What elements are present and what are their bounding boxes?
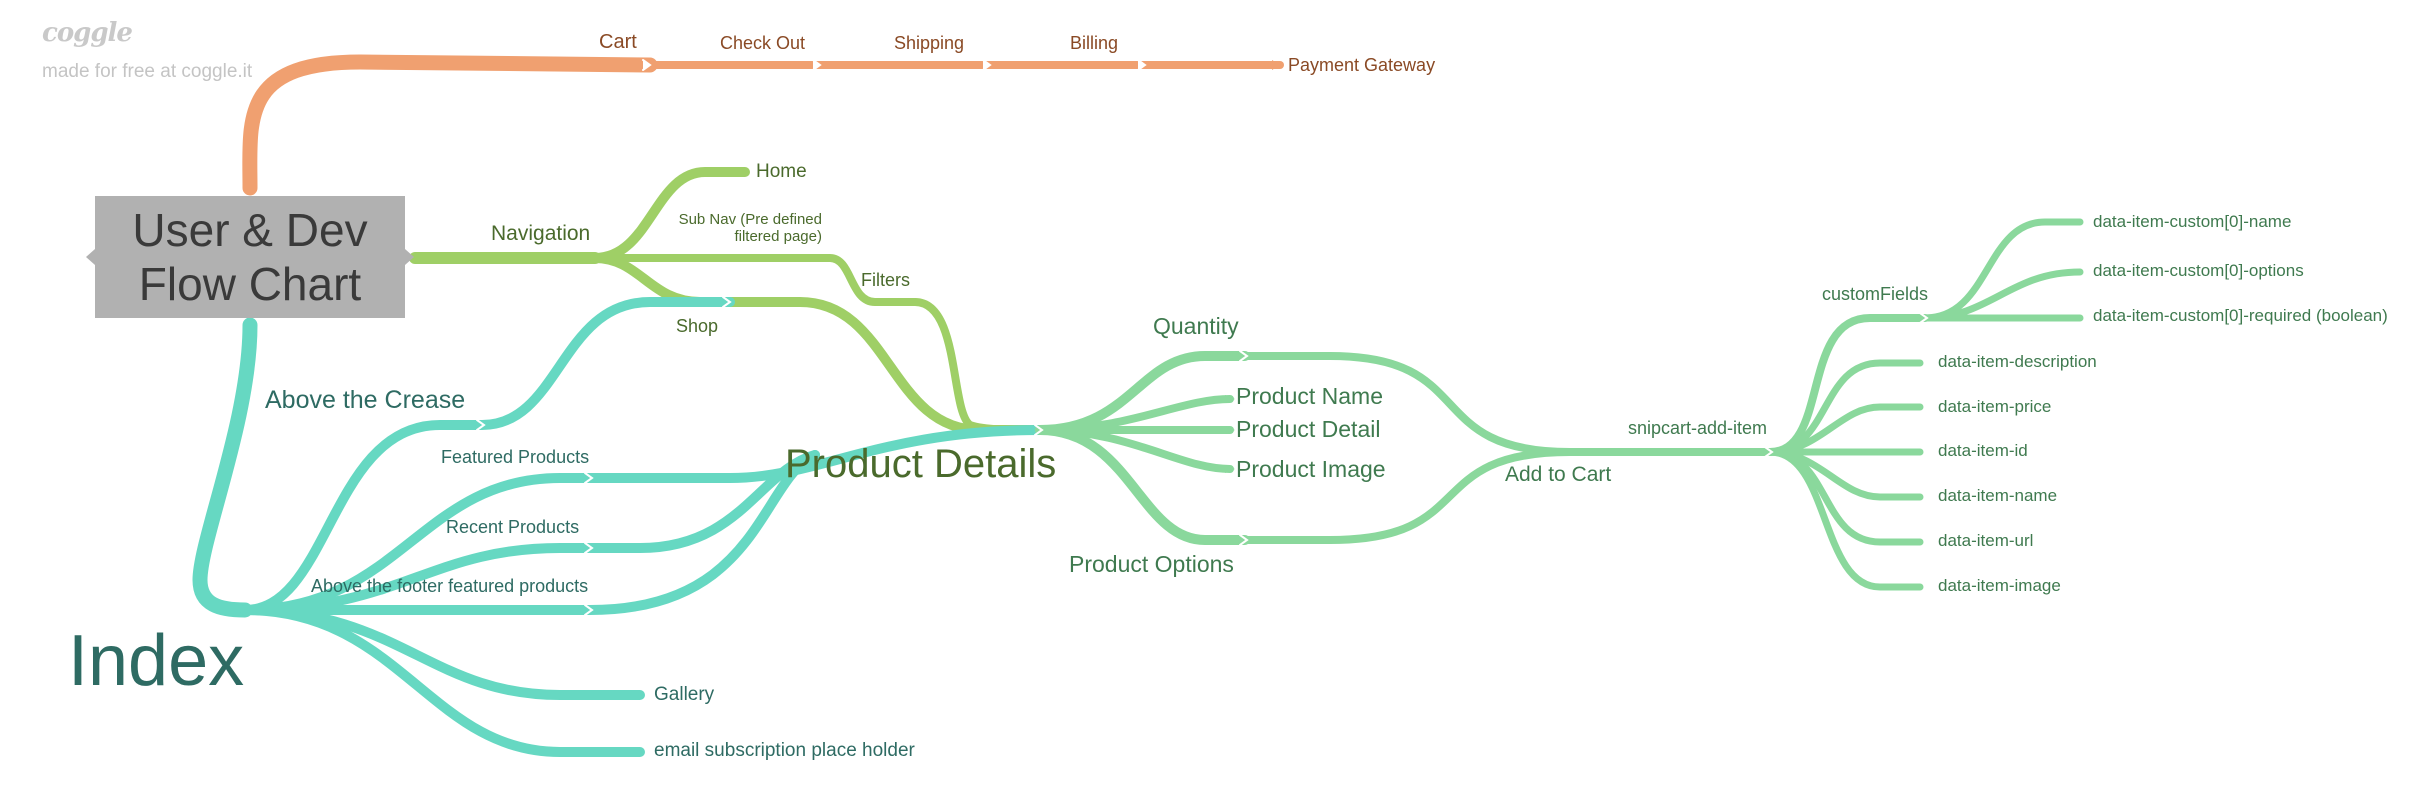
node-item-description[interactable]: data-item-description bbox=[1938, 352, 2097, 371]
node-gallery[interactable]: Gallery bbox=[654, 684, 715, 705]
node-item-id[interactable]: data-item-id bbox=[1938, 441, 2028, 460]
coggle-logo: coggle bbox=[42, 18, 133, 48]
node-item-image[interactable]: data-item-image bbox=[1938, 576, 2061, 595]
node-item-price[interactable]: data-item-price bbox=[1938, 397, 2052, 416]
node-item-url[interactable]: data-item-url bbox=[1938, 531, 2034, 550]
node-recent-products[interactable]: Recent Products bbox=[446, 517, 580, 537]
node-product-detail[interactable]: Product Detail bbox=[1236, 416, 1381, 442]
node-product-image[interactable]: Product Image bbox=[1236, 456, 1386, 482]
node-snipcart-add-item[interactable]: snipcart-add-item bbox=[1628, 418, 1768, 438]
node-payment-gateway[interactable]: Payment Gateway bbox=[1288, 55, 1436, 75]
node-sub-nav[interactable]: Sub Nav (Pre defined filtered page) bbox=[678, 211, 822, 245]
watermark-subtitle: made for free at coggle.it bbox=[42, 61, 253, 82]
node-quantity[interactable]: Quantity bbox=[1153, 313, 1239, 339]
node-above-the-crease[interactable]: Above the Crease bbox=[265, 386, 466, 414]
node-billing[interactable]: Billing bbox=[1070, 33, 1119, 53]
node-add-to-cart[interactable]: Add to Cart bbox=[1505, 463, 1612, 486]
node-above-footer-featured[interactable]: Above the footer featured products bbox=[311, 576, 589, 596]
node-custom-fields[interactable]: customFields bbox=[1822, 284, 1929, 304]
product-details-branch bbox=[1034, 218, 2084, 591]
node-custom-required[interactable]: data-item-custom[0]-required (boolean) bbox=[2093, 306, 2388, 325]
root-node-label: User & Dev Flow Chart bbox=[132, 204, 368, 310]
node-check-out[interactable]: Check Out bbox=[720, 33, 806, 53]
root-node[interactable]: User & Dev Flow Chart bbox=[86, 196, 414, 318]
navigation-branch bbox=[409, 167, 1045, 435]
node-home[interactable]: Home bbox=[756, 161, 807, 182]
node-navigation[interactable]: Navigation bbox=[491, 222, 591, 245]
node-product-options[interactable]: Product Options bbox=[1069, 551, 1234, 577]
node-cart[interactable]: Cart bbox=[599, 31, 637, 53]
node-shop[interactable]: Shop bbox=[676, 316, 719, 336]
node-featured-products[interactable]: Featured Products bbox=[441, 447, 590, 467]
node-product-name[interactable]: Product Name bbox=[1236, 383, 1384, 409]
node-shipping[interactable]: Shipping bbox=[894, 33, 965, 53]
node-custom-options[interactable]: data-item-custom[0]-options bbox=[2093, 261, 2304, 280]
node-item-name[interactable]: data-item-name bbox=[1938, 486, 2058, 505]
index-branch bbox=[192, 296, 1045, 757]
checkout-branch bbox=[242, 54, 1284, 196]
node-custom-name[interactable]: data-item-custom[0]-name bbox=[2093, 212, 2292, 231]
node-filters[interactable]: Filters bbox=[861, 270, 910, 290]
node-product-details[interactable]: Product Details bbox=[785, 442, 1057, 486]
node-email-subscription[interactable]: email subscription place holder bbox=[654, 740, 915, 761]
node-index[interactable]: Index bbox=[68, 621, 245, 701]
